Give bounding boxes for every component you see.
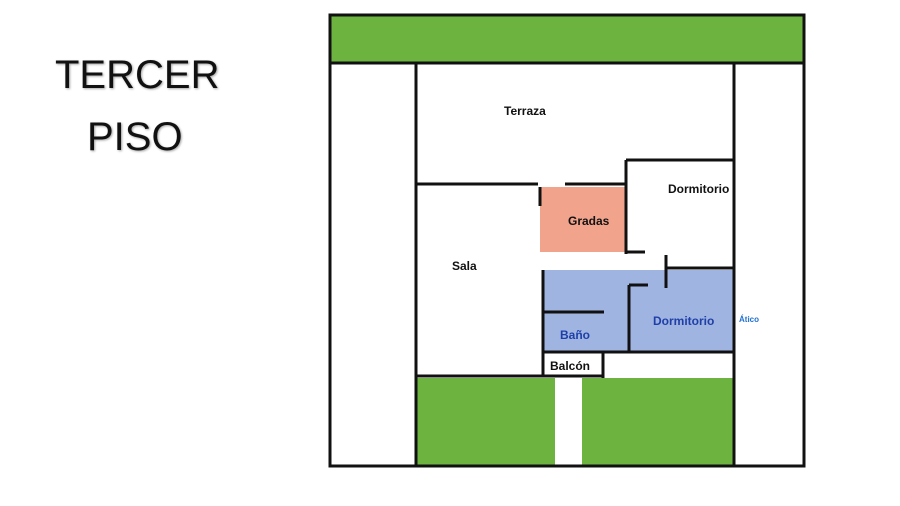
label-bath: Baño — [560, 328, 590, 342]
label-bedroom-top: Dormitorio — [668, 182, 729, 196]
plan-title-line1: TERCER — [55, 53, 220, 97]
top-garden — [330, 15, 804, 63]
plan-title-line2: PISO — [87, 115, 183, 159]
walls — [328, 13, 806, 468]
garden-right — [582, 378, 734, 465]
label-stairs: Gradas — [568, 214, 610, 228]
label-attic: Ático — [739, 315, 759, 324]
label-balcony: Balcón — [550, 359, 590, 373]
label-bedroom-blue: Dormitorio — [653, 314, 714, 328]
label-living: Sala — [452, 259, 477, 273]
garden-left — [416, 378, 555, 465]
stairs-area — [540, 187, 626, 252]
label-terrace: Terraza — [504, 104, 546, 118]
